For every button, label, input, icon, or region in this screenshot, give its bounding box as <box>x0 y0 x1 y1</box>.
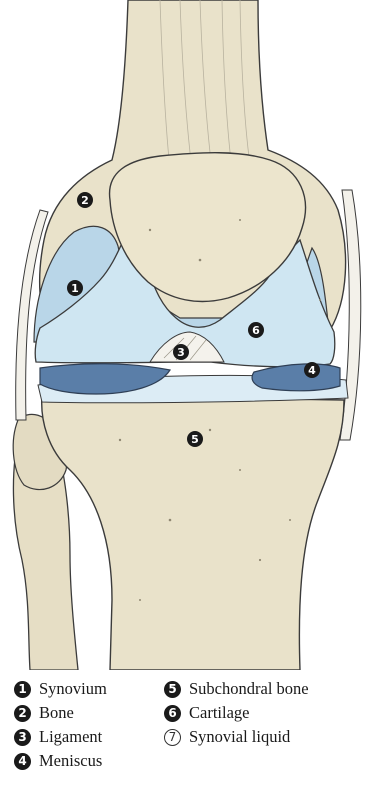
legend-label: Synovial liquid <box>189 727 290 747</box>
medial-meniscus <box>252 364 340 391</box>
legend-number-badge: 5 <box>164 681 181 698</box>
legend-label: Synovium <box>39 679 107 699</box>
legend-number-badge: 7 <box>164 729 181 746</box>
legend-label: Subchondral bone <box>189 679 309 699</box>
marker-4: 4 <box>304 362 320 378</box>
svg-text:5: 5 <box>191 433 199 446</box>
svg-text:6: 6 <box>252 324 260 337</box>
legend-item-subchondral-bone: 5 Subchondral bone <box>164 678 309 700</box>
svg-text:3: 3 <box>177 346 185 359</box>
legend-number-badge: 6 <box>164 705 181 722</box>
legend-item-cartilage: 6 Cartilage <box>164 702 249 724</box>
svg-text:4: 4 <box>308 364 316 377</box>
legend-item-ligament: 3 Ligament <box>14 726 102 748</box>
legend-item-synovial-liquid: 7 Synovial liquid <box>164 726 290 748</box>
legend-label: Ligament <box>39 727 102 747</box>
marker-5: 5 <box>187 431 203 447</box>
marker-6: 6 <box>248 322 264 338</box>
legend-item-bone: 2 Bone <box>14 702 74 724</box>
marker-1: 1 <box>67 280 83 296</box>
legend-label: Meniscus <box>39 751 102 771</box>
svg-text:1: 1 <box>71 282 79 295</box>
legend-number-badge: 3 <box>14 729 31 746</box>
marker-2: 2 <box>77 192 93 208</box>
legend-label: Cartilage <box>189 703 249 723</box>
legend-item-meniscus: 4 Meniscus <box>14 750 102 772</box>
knee-joint-illustration: 2 1 6 3 4 5 <box>0 0 369 670</box>
legend-number-badge: 4 <box>14 753 31 770</box>
legend: 1 Synovium 2 Bone 3 Ligament 4 Meniscus … <box>0 678 369 807</box>
legend-item-synovium: 1 Synovium <box>14 678 107 700</box>
svg-text:2: 2 <box>81 194 89 207</box>
legend-number-badge: 2 <box>14 705 31 722</box>
legend-label: Bone <box>39 703 74 723</box>
legend-number-badge: 1 <box>14 681 31 698</box>
marker-3: 3 <box>173 344 189 360</box>
